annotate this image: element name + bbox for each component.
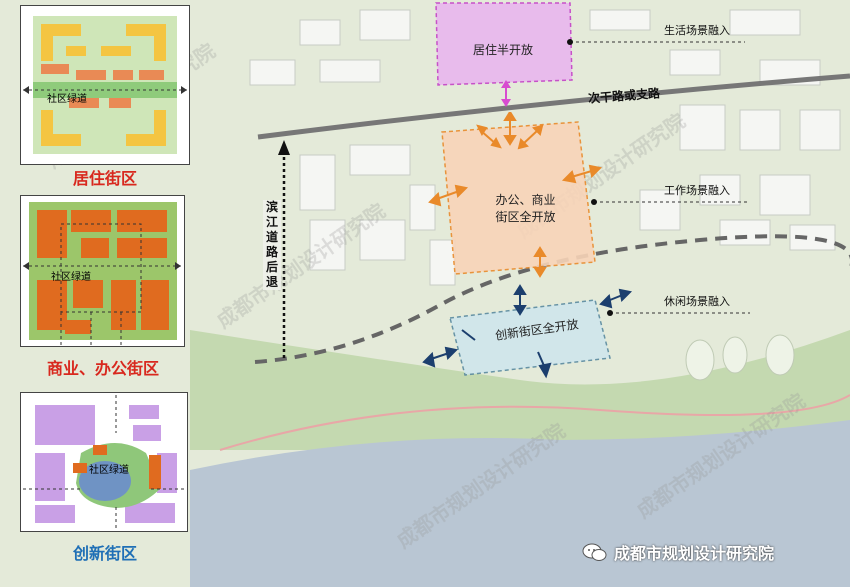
wechat-icon <box>582 543 607 561</box>
commercial-title: 商业、办公街区 <box>46 359 159 378</box>
setback-char: 道 <box>265 230 278 244</box>
residential-panel: 社区绿道 <box>20 5 190 165</box>
setback-char: 退 <box>265 275 278 289</box>
greenway-label: 社区绿道 <box>51 272 91 283</box>
office-commercial-zone-label: 办公、商业 街区全开放 <box>495 193 556 224</box>
setback-char: 路 <box>265 245 278 259</box>
innovation-title: 创新街区 <box>72 544 137 563</box>
setback-arrow-icon <box>278 140 290 155</box>
innovation-panel: 社区绿道 <box>20 392 188 532</box>
river <box>190 420 850 587</box>
residential-zone <box>435 2 573 107</box>
greenway-label: 社区绿道 <box>47 94 87 105</box>
commercial-diagram <box>23 202 181 346</box>
callout-life: 生活场景融入 <box>664 24 730 37</box>
residential-diagram <box>23 16 187 154</box>
callout-work: 工作场景融入 <box>664 184 730 197</box>
callout-lines <box>567 39 750 316</box>
setback-char: 后 <box>265 260 278 274</box>
brand: 成都市规划设计研究院 <box>582 540 774 564</box>
setback-char: 滨 <box>265 200 278 214</box>
setback-line <box>254 234 850 364</box>
callout-leisure: 休闲场景融入 <box>664 295 730 308</box>
innovation-diagram <box>21 393 187 531</box>
brand-name: 成都市规划设计研究院 <box>614 544 775 563</box>
greenway-label: 社区绿道 <box>89 465 129 476</box>
setback-label: 滨 江 道 路 后 退 <box>263 200 281 290</box>
residential-zone-label: 居住半开放 <box>472 43 533 57</box>
secondary-road <box>257 73 850 140</box>
office-commercial-zone <box>428 112 603 278</box>
residential-title: 居住街区 <box>72 169 137 188</box>
innovation-zone <box>422 284 633 379</box>
setback-char: 江 <box>265 215 278 229</box>
commercial-panel: 社区绿道 <box>20 195 185 347</box>
